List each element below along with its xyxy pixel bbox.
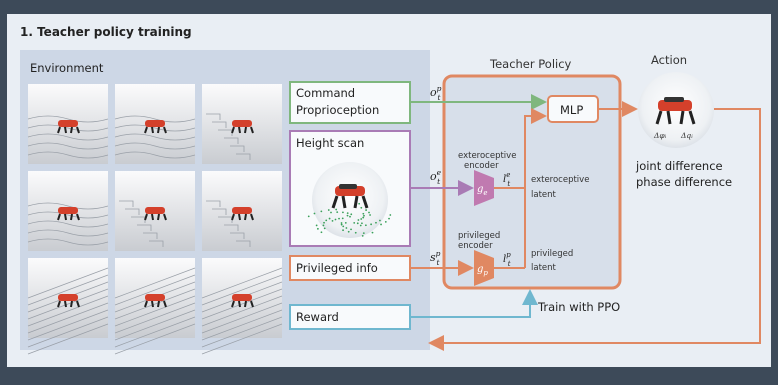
proprioception-label: Proprioception	[296, 103, 379, 117]
terrain-tile	[201, 258, 283, 355]
terrain-tile	[202, 171, 282, 251]
joint-difference-label: joint difference	[635, 159, 723, 173]
terrain-tile	[202, 84, 282, 164]
height-scan-image	[307, 162, 392, 238]
exteroceptive-encoder-label-2: encoder	[464, 161, 499, 171]
privileged-info-box	[289, 255, 411, 281]
action-title: Action	[651, 53, 687, 67]
exteroceptive-encoder-symbol: ge	[477, 184, 488, 197]
reward-arrow	[411, 289, 538, 318]
exteroceptive-encoder	[474, 170, 494, 206]
mlp-label: MLP	[560, 103, 583, 117]
privileged-encoder-symbol: gp	[477, 264, 488, 277]
action-to-environment-arrow	[428, 108, 761, 351]
command-box	[289, 81, 411, 124]
terrain-tile	[114, 84, 196, 164]
terrain-tile	[27, 258, 109, 355]
terrain-tile	[27, 84, 109, 164]
reward-box	[289, 304, 411, 330]
privileged-info-label: Privileged info	[296, 261, 378, 275]
exteroceptive-latent-label-2: latent	[531, 190, 557, 200]
height-scan-label: Height scan	[296, 136, 364, 150]
privileged-encoder-label: privileged	[458, 231, 500, 241]
header-title: 1. Teacher policy training	[20, 25, 192, 39]
phase-difference-label: phase difference	[636, 175, 732, 189]
privileged-encoder	[474, 250, 494, 286]
terrain-tile	[27, 171, 109, 251]
action-robot	[655, 97, 696, 125]
environment-tiles	[27, 84, 283, 355]
teacher-policy-box	[442, 74, 622, 290]
privileged-latent-label: privileged	[531, 249, 573, 259]
terrain-tile	[115, 171, 195, 251]
exteroceptive-encoder-label: exteroceptive	[458, 151, 516, 161]
reward-label: Reward	[296, 310, 339, 324]
train-with-ppo-label: Train with PPO	[537, 300, 620, 314]
privileged-latent-label-2: latent	[531, 263, 557, 273]
environment-label: Environment	[30, 61, 104, 75]
privileged-encoder-label-2: encoder	[458, 241, 493, 251]
latent-to-mlp-arrow	[524, 108, 547, 268]
teacher-policy-title: Teacher Policy	[489, 57, 572, 71]
command-label: Command	[296, 86, 355, 100]
terrain-tile	[114, 258, 196, 355]
delta-phi-label: Δφᵢ	[653, 131, 667, 140]
exteroceptive-latent-label: exteroceptive	[531, 175, 589, 185]
delta-q-label: Δqᵢ	[680, 131, 693, 140]
